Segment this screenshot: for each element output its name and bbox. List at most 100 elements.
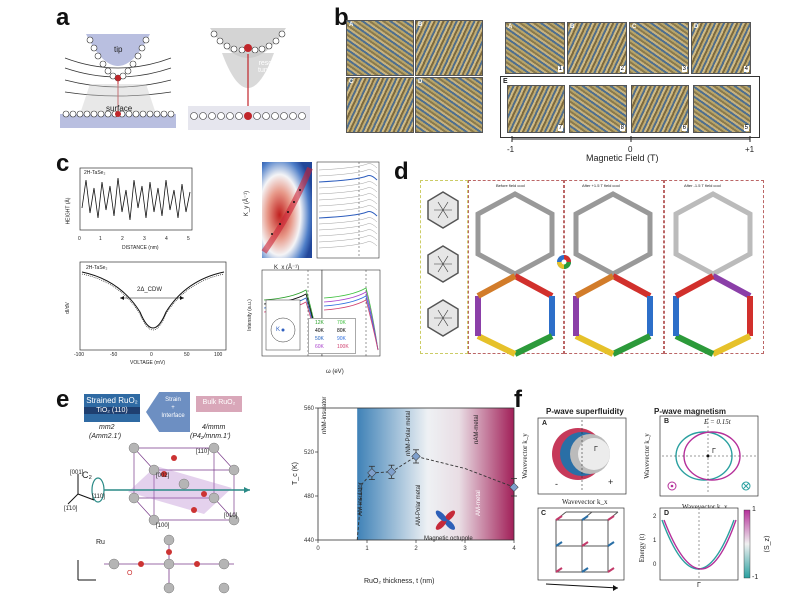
c-k-label: K	[276, 327, 281, 333]
f-d-ylabel: Energy (t)	[638, 533, 647, 563]
e-chart-xtick-label-1: 1	[365, 546, 369, 552]
d-title-after-pos: After +1.5 T field cool	[582, 183, 620, 188]
e-chart-point-0	[367, 468, 377, 478]
e-chart-xtick-label-0: 0	[316, 546, 320, 552]
e-chart-phase-background	[357, 408, 514, 540]
e-chart-ytick-label-480: 480	[304, 494, 315, 500]
f-c-lattice	[537, 507, 625, 591]
d-column-1	[420, 180, 468, 354]
c-legend-70k: 70K	[337, 320, 346, 326]
d-title-before: Before field cool	[496, 183, 525, 188]
c-stm-title: 2H-TaSe₂	[84, 170, 106, 176]
c-sts-ylabel: dI/dV	[64, 302, 71, 314]
e-chart-point-3	[509, 482, 519, 492]
f-a-fermi-sphere	[537, 417, 627, 495]
e-bulk-group2: (P4₂/mnm.1')	[190, 433, 231, 440]
f-a-ylabel: Wavevector k_y	[520, 433, 529, 479]
c-legend-40k: 40K	[315, 328, 324, 334]
c-legend-12k: 12K	[315, 320, 324, 326]
f-d-sub: D	[664, 510, 670, 517]
f-a-xlabel: Wavevector k_x	[562, 498, 608, 506]
f-b-energy: E = 0.15t	[704, 418, 731, 426]
f-a-gamma: Γ	[594, 446, 598, 453]
b-left-tile-d: D	[415, 77, 483, 133]
e-region-am-insulator: AM-insulator	[358, 482, 364, 516]
f-d-ytick-2: 2	[653, 514, 657, 520]
c-sts-title: 2H-TaSe₂	[86, 265, 108, 271]
e-chart-octupole-lobe-2	[435, 519, 447, 530]
f-d-gamma: Γ	[697, 582, 701, 589]
panel-label-d: d	[394, 158, 409, 185]
e-region-am-metal: AM-metal	[476, 490, 482, 516]
panel-a-surface-label: surface	[106, 104, 133, 113]
c-sts-gap-label: 2Δ_CDW	[137, 287, 163, 293]
panel-label-e: e	[56, 386, 70, 413]
e-chart-octupole-lobe-0	[444, 510, 456, 522]
e-chart-point-1	[386, 467, 397, 477]
e-lattice-1bar10: [1̄10]	[64, 506, 78, 512]
f-right-title: P-wave magnetism	[654, 407, 727, 416]
b-right-tile-5: 5	[693, 85, 751, 133]
e-o-label: O	[127, 570, 133, 577]
b-right-tile-7: 7	[507, 85, 565, 133]
b-axis-tick-neg: -1	[507, 145, 515, 154]
panel-label-b: b	[334, 4, 349, 31]
e-region-nnm-insulator: nNM-insulator	[322, 396, 328, 434]
f-b-sub: B	[664, 418, 670, 425]
e-bulk-box: Bulk RuO₂	[196, 396, 242, 412]
panel-label-f: f	[514, 386, 522, 413]
panel-a-tip-label: tip	[114, 45, 123, 54]
e-ru-label: Ru	[96, 539, 105, 546]
c-stm-linecut	[79, 167, 193, 231]
e-bulk-group: 4/mmm	[202, 424, 226, 431]
c-arpes-map	[261, 162, 313, 258]
e-c2-label: C₂	[82, 470, 92, 480]
e-strained-group2: (Amm2.1')	[89, 433, 122, 440]
panel-b-left-grid: A B C D	[346, 20, 483, 133]
c-stm-xlabel: DISTANCE (nm)	[122, 245, 159, 251]
e-chart-xtick-label-4: 4	[512, 546, 516, 552]
c-legend-100k: 100K	[337, 344, 349, 350]
b-left-tile-b: B	[415, 20, 483, 76]
e-lattice-110b: [110]	[196, 449, 209, 455]
b-left-tile-c: C	[346, 77, 414, 133]
d-title-after-neg: After -1.5 T field cool	[684, 183, 721, 188]
c-legend: 12K 40K 50K 60K 70K 80K 90K 100K	[308, 318, 356, 354]
f-d-cbar-top: 1	[752, 506, 756, 513]
e-chart-xtick-label-2: 2	[414, 546, 418, 552]
e-lattice-010: [010]	[224, 513, 238, 519]
c-sts-xlabel: VOLTAGE (mV)	[130, 360, 166, 366]
c-arpes-xlabel: K_x (Å⁻¹)	[274, 265, 300, 271]
f-a-sub: A	[542, 420, 548, 427]
panel-a-resonant-label: resonant tunneling	[258, 60, 287, 74]
panel-b-e-box: E 7 8 6 5	[500, 76, 760, 138]
c-legend-80k: 80K	[337, 328, 346, 334]
f-d-cbar-label: ⟨S_z⟩	[763, 535, 771, 553]
f-b-xlabel: Wavevector k_x	[682, 503, 728, 511]
f-b-gamma: Γ	[712, 448, 716, 455]
c-edc-xlabel: ω (eV)	[326, 369, 344, 375]
c-legend-90k: 90K	[337, 336, 346, 342]
e-strain-arrow: Strain + Interface	[146, 392, 190, 432]
f-c-sub: C	[541, 510, 547, 517]
f-a-minus: -	[555, 479, 558, 489]
e-chart-xlabel: RuO₂ thickness, t (nm)	[364, 578, 435, 585]
e-region-nam-metal: nAM-metal	[474, 414, 480, 444]
e-chart-octupole-lobe-3	[435, 510, 447, 522]
e-region-nnm-polar: nNM-Polar metal	[406, 410, 412, 456]
b-axis-tick-pos: +1	[745, 145, 755, 154]
panel-label-a: a	[56, 4, 70, 31]
e-lattice-002: [002]	[156, 473, 170, 479]
b-right-tile-6: 6	[631, 85, 689, 133]
b-axis-tick-zero: 0	[628, 145, 633, 154]
b-axis-title: Magnetic Field (T)	[586, 153, 659, 163]
c-stm-ylabel: HEIGHT (Å)	[65, 197, 72, 225]
c-edc-stack	[316, 161, 380, 259]
f-a-plus: +	[608, 477, 614, 487]
c-sts-spectrum	[79, 261, 227, 351]
e-strained-box: Strained RuO₂ TiO₂ (110)	[84, 394, 140, 422]
